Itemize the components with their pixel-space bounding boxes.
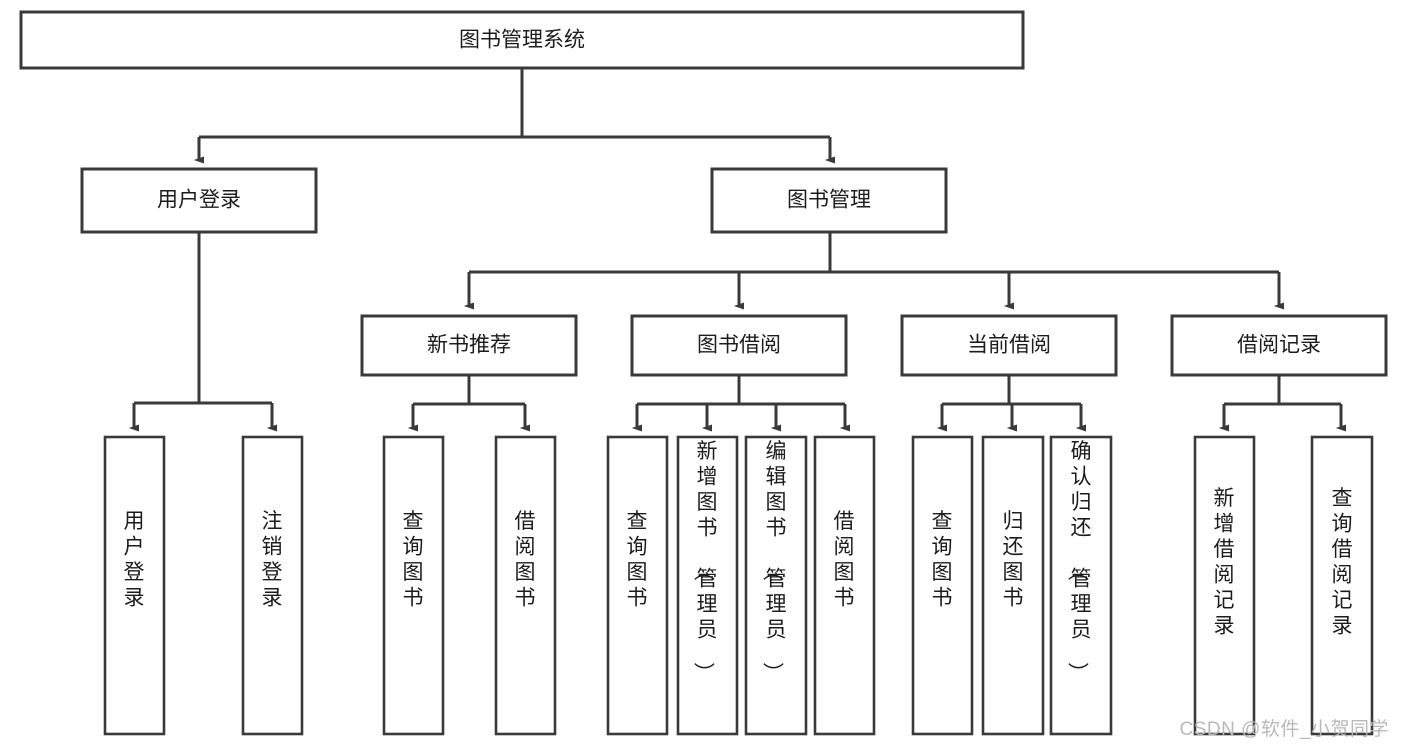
leaf-borrow-book[interactable]: 借阅图书 xyxy=(813,435,876,736)
leaf-add-book-label: 新增图书（管理员） xyxy=(692,440,718,683)
node-current-borrow[interactable]: 当前借阅 xyxy=(900,314,1118,377)
leaf-logout-box xyxy=(241,435,304,736)
node-current-borrow-label: 当前借阅 xyxy=(967,334,1051,357)
leaf-current-query-book[interactable]: 查询图书 xyxy=(911,435,974,736)
leaf-add-borrow-record-label: 新增借阅记录 xyxy=(1214,487,1235,638)
leaf-add-borrow-record-box xyxy=(1193,435,1256,736)
node-book-borrow-box xyxy=(630,314,848,377)
leaf-logout[interactable]: 注销登录 xyxy=(241,435,304,736)
leaf-current-query-book-box xyxy=(911,435,974,736)
leaf-new-book-borrow[interactable]: 借阅图书 xyxy=(494,435,557,736)
leaf-new-book-borrow-label: 借阅图书 xyxy=(515,510,536,610)
leaf-return-book-label: 归还图书 xyxy=(1003,510,1024,610)
node-root-box xyxy=(19,10,1025,70)
node-book-management-box xyxy=(710,167,948,234)
leaf-add-book-box xyxy=(676,435,739,736)
node-book-management[interactable]: 图书管理 xyxy=(710,167,948,234)
leaf-add-borrow-record[interactable]: 新增借阅记录 xyxy=(1193,435,1256,736)
leaf-current-query-book-label: 查询图书 xyxy=(932,510,953,610)
leaf-edit-book-label: 编辑图书（管理员） xyxy=(761,440,787,683)
leaf-new-book-query[interactable]: 查询图书 xyxy=(382,435,445,736)
node-new-book-recommend-label: 新书推荐 xyxy=(427,334,511,357)
leaf-return-book-box xyxy=(981,435,1045,736)
leaf-borrow-query-book-box xyxy=(606,435,669,736)
leaf-new-book-query-label: 查询图书 xyxy=(403,510,424,610)
leaf-edit-book-box xyxy=(744,435,808,736)
node-root-book-management-system[interactable]: 图书管理系统 xyxy=(19,10,1025,70)
leaf-user-login-box xyxy=(103,435,166,736)
node-book-borrow[interactable]: 图书借阅 xyxy=(630,314,848,377)
leaf-logout-label: 注销登录 xyxy=(262,510,283,610)
node-borrow-record-box xyxy=(1170,314,1388,377)
node-borrow-record[interactable]: 借阅记录 xyxy=(1170,314,1388,377)
node-root-label: 图书管理系统 xyxy=(459,29,585,52)
leaf-borrow-book-box xyxy=(813,435,876,736)
leaf-borrow-query-book[interactable]: 查询图书 xyxy=(606,435,669,736)
node-user-login[interactable]: 用户登录 xyxy=(80,167,318,234)
node-new-book-recommend-box xyxy=(360,314,578,377)
leaf-new-book-borrow-box xyxy=(494,435,557,736)
leaf-edit-book[interactable]: 编辑图书（管理员） xyxy=(744,435,808,736)
leaf-query-borrow-record[interactable]: 查询借阅记录 xyxy=(1310,435,1374,736)
leaf-confirm-return-label: 确认归还（管理员） xyxy=(1066,440,1092,683)
node-book-borrow-label: 图书借阅 xyxy=(697,334,781,357)
edges-layer xyxy=(128,68,1347,432)
leaf-confirm-return[interactable]: 确认归还（管理员） xyxy=(1049,435,1113,736)
leaf-query-borrow-record-label: 查询借阅记录 xyxy=(1332,487,1353,638)
leaf-query-borrow-record-box xyxy=(1310,435,1374,736)
leaf-user-login-label: 用户登录 xyxy=(124,510,145,610)
node-borrow-record-label: 借阅记录 xyxy=(1237,334,1321,357)
leaf-borrow-query-book-label: 查询图书 xyxy=(627,510,648,610)
leaf-add-book[interactable]: 新增图书（管理员） xyxy=(676,435,739,736)
node-user-login-label: 用户登录 xyxy=(157,189,241,212)
node-book-management-label: 图书管理 xyxy=(787,189,871,212)
leaf-confirm-return-box xyxy=(1049,435,1113,736)
leaf-borrow-book-label: 借阅图书 xyxy=(834,510,855,610)
node-current-borrow-box xyxy=(900,314,1118,377)
leaf-user-login[interactable]: 用户登录 xyxy=(103,435,166,736)
node-user-login-box xyxy=(80,167,318,234)
leaf-new-book-query-box xyxy=(382,435,445,736)
leaf-return-book[interactable]: 归还图书 xyxy=(981,435,1045,736)
node-new-book-recommend[interactable]: 新书推荐 xyxy=(360,314,578,377)
